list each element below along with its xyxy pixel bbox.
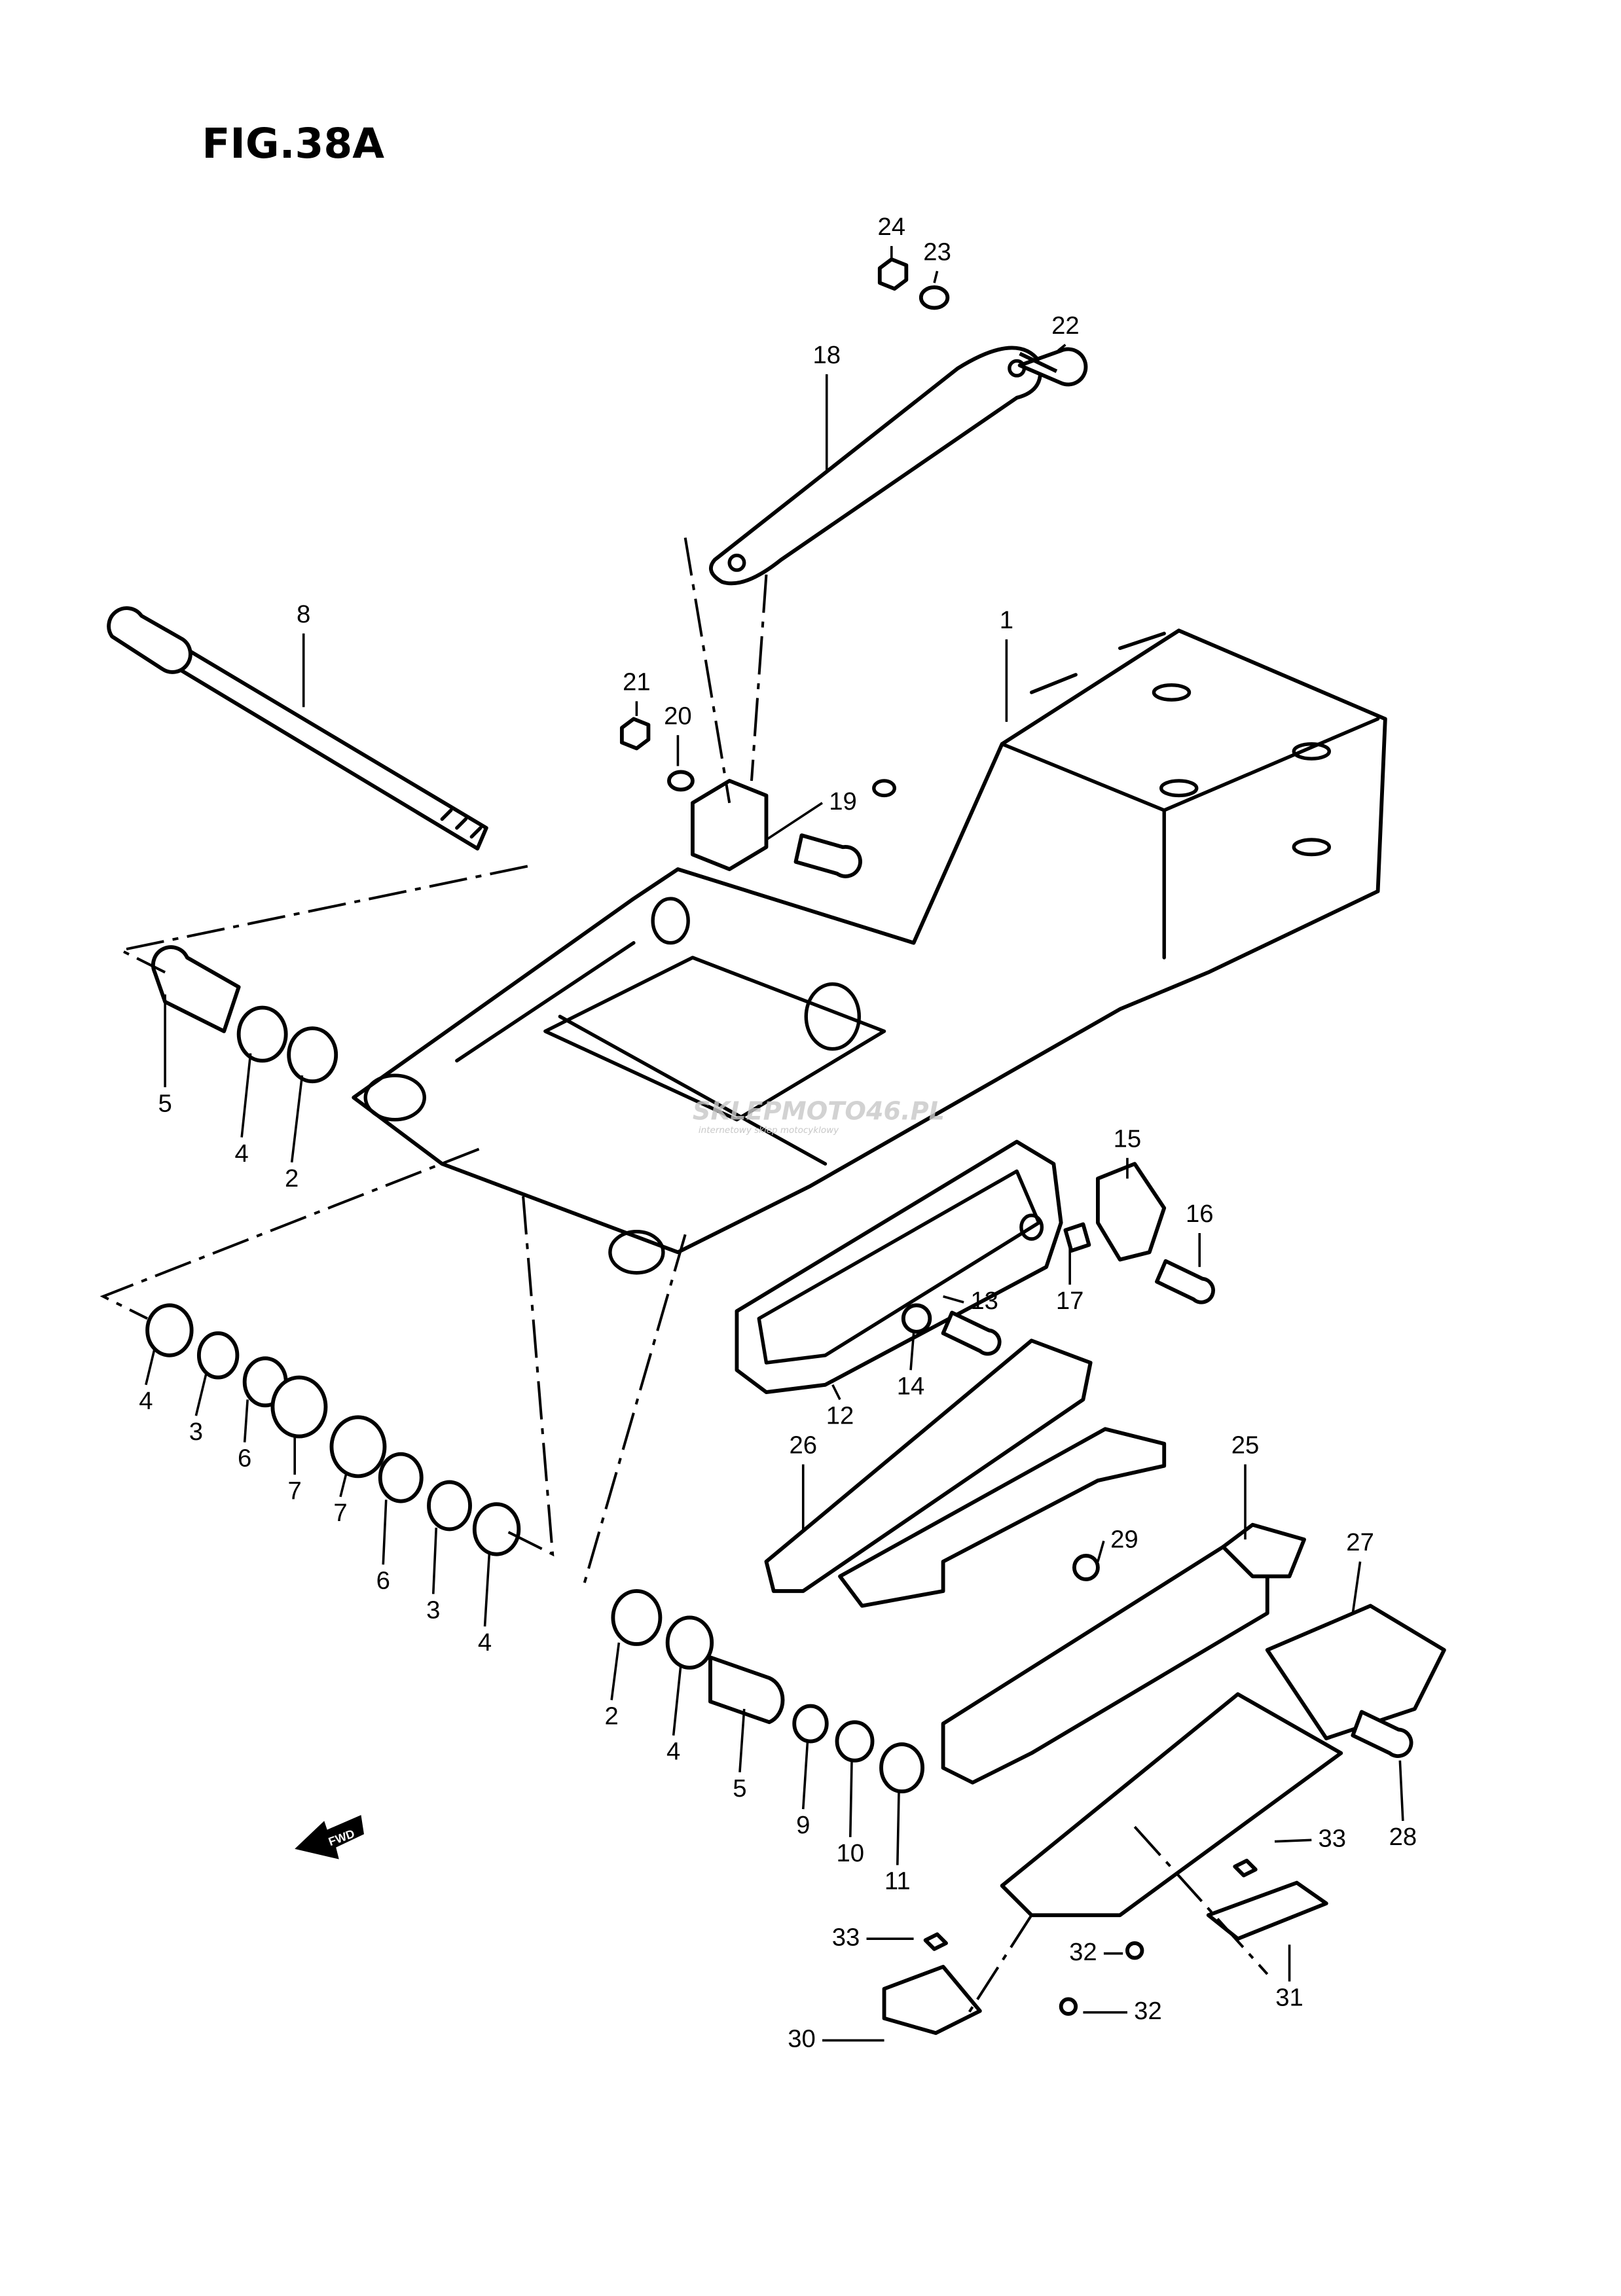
- callout-28: 28: [1389, 1823, 1417, 1851]
- callout-20: 20: [664, 702, 692, 730]
- figure-title: FIG.38A: [202, 120, 384, 168]
- part-bushings-lower-right: [611, 1589, 924, 1793]
- callout-leader: [145, 1348, 156, 1386]
- part-chain-guide: [764, 1338, 1446, 2036]
- assembly-lines: [100, 537, 1269, 2019]
- callout-1: 1: [1000, 606, 1013, 634]
- callout-15: 15: [1114, 1124, 1142, 1153]
- callout-32: 32: [1069, 1938, 1097, 1966]
- watermark-logo: SKLEPMOTO46.PL internetowy sklep motocyk…: [693, 1097, 945, 1136]
- callout-6: 6: [376, 1567, 390, 1595]
- callout-33: 33: [832, 1923, 860, 1951]
- callout-32: 32: [1134, 1997, 1162, 2025]
- callout-31: 31: [1275, 1984, 1303, 2012]
- callout-4: 4: [666, 1738, 680, 1766]
- callout-8: 8: [297, 600, 310, 628]
- callout-leader: [339, 1473, 348, 1498]
- callout-2: 2: [285, 1164, 299, 1193]
- callout-12: 12: [826, 1401, 854, 1429]
- callout-leader: [1097, 1540, 1105, 1562]
- callout-4: 4: [478, 1628, 492, 1657]
- callout-26: 26: [789, 1431, 817, 1459]
- callout-leader: [896, 1789, 900, 1865]
- callout-22: 22: [1051, 312, 1080, 340]
- callout-leader: [431, 1528, 438, 1594]
- callout-2: 2: [604, 1702, 618, 1731]
- callout-7: 7: [288, 1477, 302, 1505]
- callout-3: 3: [426, 1596, 440, 1624]
- callout-23: 23: [923, 238, 951, 266]
- part-axle: [107, 606, 488, 851]
- callout-leader: [909, 1333, 915, 1371]
- callout-leader: [610, 1642, 621, 1700]
- callout-11: 11: [884, 1867, 911, 1895]
- callout-33: 33: [1319, 1824, 1347, 1852]
- callout-10: 10: [837, 1839, 865, 1867]
- callout-leader: [243, 1399, 249, 1443]
- callout-leader: [933, 270, 939, 283]
- callout-leader: [943, 1295, 964, 1304]
- callout-leader: [240, 1053, 252, 1138]
- part-bushings-upper: [151, 945, 338, 1084]
- callout-4: 4: [235, 1139, 249, 1168]
- callout-leader: [738, 1708, 746, 1772]
- callout-leader: [1057, 344, 1066, 352]
- callout-18: 18: [812, 341, 841, 369]
- callout-leader: [831, 1384, 841, 1401]
- callout-leader: [483, 1554, 491, 1627]
- callout-leader: [1351, 1561, 1362, 1613]
- callout-14: 14: [897, 1372, 925, 1400]
- callout-29: 29: [1110, 1526, 1138, 1554]
- forward-direction-arrow: FWD: [295, 1815, 364, 1859]
- callout-19: 19: [829, 787, 857, 816]
- callout-6: 6: [238, 1444, 251, 1473]
- part-chain-buffer: [735, 1139, 1215, 1395]
- callout-27: 27: [1346, 1528, 1374, 1556]
- part-bushings-lower-left: [145, 1303, 521, 1556]
- callout-3: 3: [189, 1418, 203, 1446]
- callout-leader: [1398, 1760, 1404, 1821]
- callout-24: 24: [878, 213, 906, 241]
- callout-16: 16: [1186, 1200, 1214, 1228]
- part-swingarm: [352, 628, 1387, 1275]
- callout-13: 13: [970, 1287, 998, 1315]
- callout-leader: [382, 1499, 388, 1565]
- part-link-rod: [619, 257, 1088, 878]
- callout-25: 25: [1231, 1431, 1260, 1459]
- callout-leader: [1274, 1839, 1312, 1843]
- callout-4: 4: [139, 1387, 153, 1415]
- callout-7: 7: [333, 1499, 347, 1527]
- callout-9: 9: [796, 1811, 810, 1839]
- watermark-tagline: internetowy sklep motocyklowy: [699, 1125, 839, 1136]
- callout-30: 30: [788, 2025, 816, 2053]
- callout-leader: [765, 802, 823, 841]
- callout-leader: [672, 1664, 682, 1736]
- callout-leader: [848, 1760, 853, 1837]
- callout-leader: [194, 1372, 208, 1416]
- callout-5: 5: [158, 1089, 172, 1117]
- callout-21: 21: [623, 668, 651, 696]
- callout-5: 5: [733, 1774, 746, 1803]
- watermark-brand: SKLEPMOTO46.PL: [693, 1097, 945, 1126]
- callout-leader: [290, 1075, 304, 1163]
- callout-17: 17: [1056, 1287, 1084, 1315]
- callout-leader: [801, 1741, 809, 1810]
